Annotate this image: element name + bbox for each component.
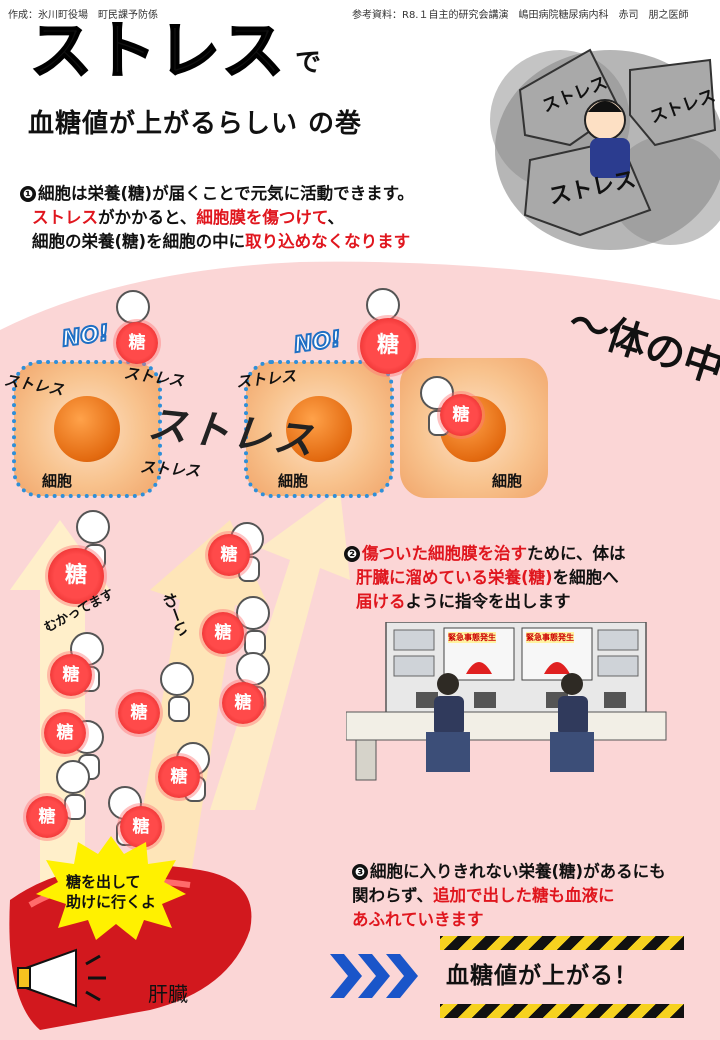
sugar-character — [116, 290, 150, 350]
cell-stressed-2: 細胞 — [244, 360, 394, 498]
author-credit: 作成：氷川町役場 町民課予防係 — [8, 10, 158, 21]
sugar-character — [236, 596, 270, 656]
step3-number: ❸ — [352, 864, 368, 880]
alert-label: 緊急事態発生 — [526, 632, 574, 643]
speech-burst: 糖を出して 助けに行くよ — [36, 836, 186, 940]
hazard-stripe-top — [440, 936, 684, 950]
sugar-badge: 糖 — [48, 548, 104, 604]
alert-label: 緊急事態発生 — [448, 632, 496, 643]
nucleus — [286, 396, 352, 462]
cell-stressed-1: 細胞 — [12, 360, 162, 498]
liver-speech: 糖を出して 助けに行くよ — [66, 873, 157, 911]
sugar-character — [160, 662, 194, 722]
sugar-badge: 糖 — [202, 612, 244, 654]
storm-cloud-icon — [490, 48, 720, 250]
stress-illustration: ストレス ストレス ストレス — [470, 20, 720, 260]
title-main: ストレス — [29, 14, 287, 87]
hazard-stripe-bottom — [440, 1004, 684, 1018]
sugar-badge: 糖 — [116, 322, 158, 364]
cell-label: 細胞 — [42, 472, 73, 490]
result-text: 血糖値が上がる！ — [446, 963, 638, 989]
stress-word: ストレス — [139, 457, 201, 481]
step2-number: ❷ — [344, 546, 360, 562]
liver-label: 肝臓 — [148, 982, 188, 1006]
sugar-character — [366, 288, 400, 348]
title-sub: 血糖値が上がるらしい の巻 — [28, 109, 363, 139]
sugar-badge: 糖 — [360, 318, 416, 374]
result-arrows — [330, 950, 420, 1002]
nucleus — [54, 396, 120, 462]
cell-label: 細胞 — [278, 472, 309, 490]
sugar-badge: 糖 — [120, 806, 162, 848]
control-room-illustration: 緊急事態発生 緊急事態発生 — [345, 621, 674, 790]
title-particle: で — [295, 48, 322, 78]
sugar-badge: 糖 — [208, 534, 250, 576]
sugar-badge: 糖 — [118, 692, 160, 734]
sugar-badge: 糖 — [158, 756, 200, 798]
sugar-character — [76, 510, 110, 570]
sugar-character — [236, 652, 270, 712]
sugar-badge: 糖 — [50, 654, 92, 696]
sugar-badge: 糖 — [222, 682, 264, 724]
reference-credit: 参考資料：R8.１自主的研究会講演 嶋田病院糖尿病内科 赤司 朋之医師 — [352, 10, 689, 21]
sugar-badge: 糖 — [440, 394, 482, 436]
megaphone-icon — [16, 946, 108, 1010]
step1-number: ❶ — [20, 186, 36, 202]
cell-label: 細胞 — [492, 472, 523, 490]
sugar-character — [56, 760, 90, 820]
sugar-badge: 糖 — [26, 796, 68, 838]
sugar-badge: 糖 — [44, 712, 86, 754]
